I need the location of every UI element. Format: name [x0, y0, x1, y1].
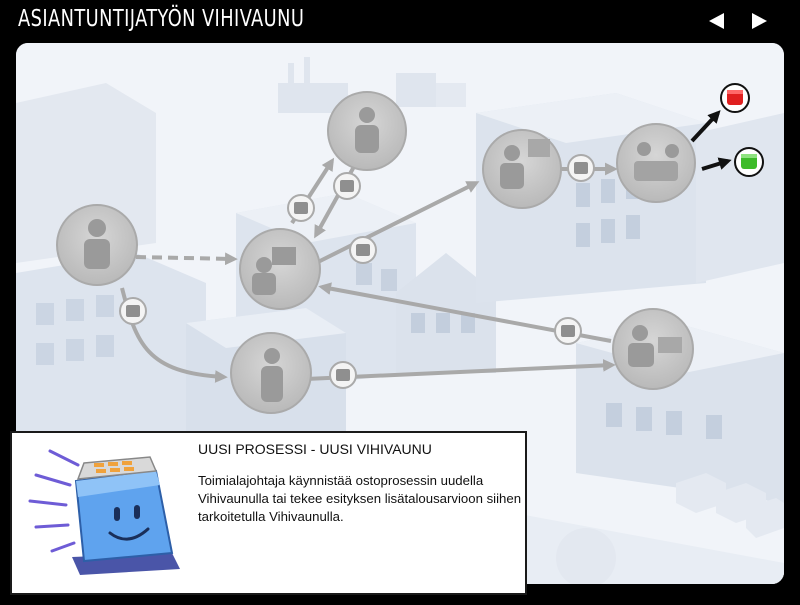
info-panel: UUSI PROSESSI - UUSI VIHIVAUNU Toimialaj…	[10, 431, 527, 595]
process-map-scene	[16, 43, 784, 584]
cart-marker-icon[interactable]	[567, 154, 595, 182]
person-node-specialist[interactable]	[327, 91, 407, 171]
page-title: ASIANTUNTIJATYÖN VIHIVAUNU	[18, 6, 305, 32]
person-nodes	[56, 91, 696, 414]
person-node-office[interactable]	[616, 123, 696, 203]
smiling-cart-icon	[28, 449, 180, 575]
triangle-left-icon	[709, 13, 724, 29]
triangle-right-icon	[752, 13, 767, 29]
panel-title: UUSI PROSESSI - UUSI VIHIVAUNU	[198, 441, 432, 457]
red-cart-icon[interactable]	[720, 83, 750, 113]
cart-marker-icon[interactable]	[349, 236, 377, 264]
cart-marker-icon[interactable]	[119, 297, 147, 325]
person-node-meeting[interactable]	[482, 129, 562, 209]
cart-marker-icon[interactable]	[329, 361, 357, 389]
person-node-director[interactable]	[56, 204, 138, 286]
next-button[interactable]	[748, 10, 770, 32]
person-node-desk[interactable]	[612, 308, 694, 390]
cart-markers	[119, 154, 595, 389]
green-cart-icon[interactable]	[734, 147, 764, 177]
person-node-employee[interactable]	[230, 332, 312, 414]
panel-description: Toimialajohtaja käynnistää ostoprosessin…	[198, 473, 522, 524]
person-node-computer[interactable]	[239, 228, 321, 310]
cart-marker-icon[interactable]	[287, 194, 315, 222]
output-arrows	[690, 110, 732, 171]
cart-marker-icon[interactable]	[333, 172, 361, 200]
previous-button[interactable]	[706, 10, 728, 32]
process-map-illustration	[16, 43, 784, 584]
cart-marker-icon[interactable]	[554, 317, 582, 345]
